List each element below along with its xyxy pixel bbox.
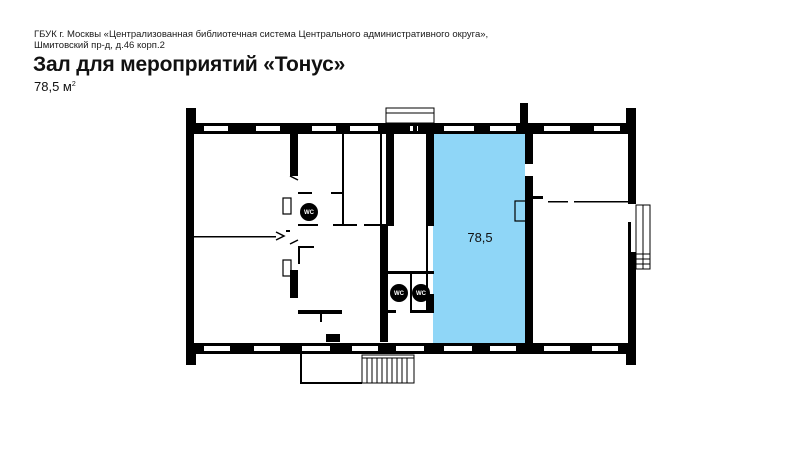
bottom-entrance-stairs xyxy=(300,354,415,384)
room-area-value: 78,5 м xyxy=(34,79,72,94)
organization-address: Шмитовский пр-д, д.46 корп.2 xyxy=(34,40,165,51)
wc-icon-left: WC xyxy=(300,203,318,221)
wc-icon-center-left: WC xyxy=(390,284,408,302)
top-entrance xyxy=(385,107,435,124)
right-outer-wall xyxy=(628,134,636,343)
room-area: 78,5 м2 xyxy=(34,79,76,94)
event-hall-highlight[interactable] xyxy=(433,132,525,345)
svg-text:WC: WC xyxy=(394,291,405,297)
room-area-unit: 2 xyxy=(71,81,76,88)
event-hall-area-label: 78,5 xyxy=(467,230,492,245)
interior-doors xyxy=(275,175,528,277)
right-side-porch xyxy=(635,204,651,270)
bottom-outer-wall xyxy=(186,343,636,365)
page-title: Зал для мероприятий «Тонус» xyxy=(33,53,346,76)
organization-name: ГБУК г. Москвы «Централизованная библиот… xyxy=(34,29,489,40)
interior-walls xyxy=(194,124,628,343)
wc-icon-center-right: WC xyxy=(412,284,430,302)
left-outer-wall xyxy=(186,134,194,343)
svg-text:WC: WC xyxy=(416,291,427,297)
svg-text:WC: WC xyxy=(304,210,315,216)
